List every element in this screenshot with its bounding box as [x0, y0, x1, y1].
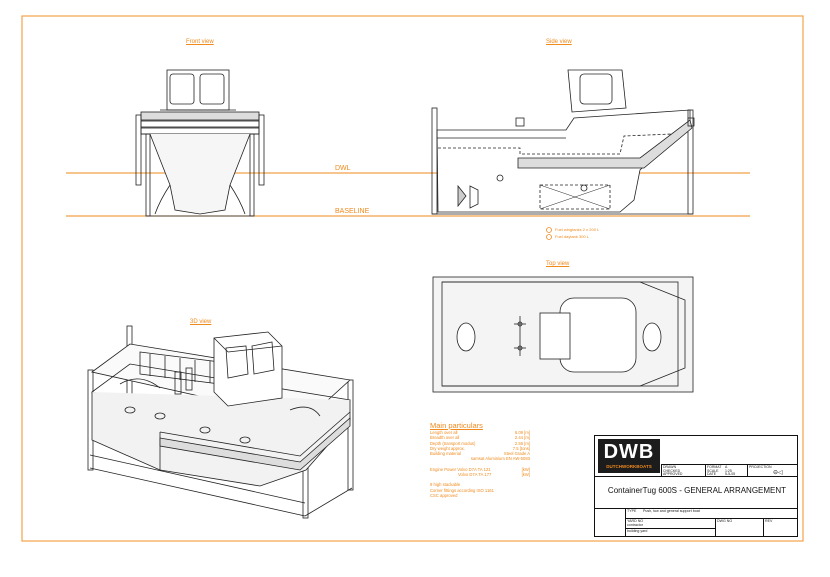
engine-label: Engine Power Volvo D7A TA 121: [430, 466, 491, 472]
sheet-border: [21, 15, 804, 542]
front-view-drawing: [135, 69, 265, 217]
projection-label: PROJECTION: [749, 465, 772, 469]
title-block-meta: DRAWN CHECKED APPROVED FORMAT A SCALE 1:…: [661, 464, 797, 476]
baseline-label: BASELINE: [335, 208, 370, 215]
particulars-row: Building material Steel Grade A: [430, 451, 530, 456]
particulars-title: Main particulars: [430, 421, 483, 430]
format-value: A: [725, 465, 728, 469]
building-yard-label: building yard: [627, 529, 648, 533]
particulars-row: Length over all 6.09 [m]: [430, 430, 530, 435]
tank-note-2: Fuel daytank 300 L: [555, 234, 590, 239]
particulars-label: Breadth over all: [430, 435, 460, 441]
particulars-value: Steel Grade A: [503, 451, 530, 457]
approved-label: APPROVED: [663, 472, 683, 476]
particulars-note: 9 high stackable: [430, 482, 461, 488]
particulars-label: Depth (transport modus): [430, 440, 476, 446]
iso-view-title: 3D view: [190, 319, 212, 325]
logo-text: DWB: [603, 441, 655, 463]
particulars-label: Building material: [430, 451, 461, 457]
top-view-title: Top view: [546, 261, 570, 267]
tank-note-marker-2: [546, 234, 552, 240]
particulars-row: samsat Aluminium EN AW-5083: [430, 456, 530, 461]
top-view-drawing: [432, 276, 694, 393]
engine-value: [kW]: [521, 472, 530, 478]
particulars-value: 2.44 [m]: [514, 435, 530, 441]
particulars-value: 2.59 [m]: [514, 440, 530, 446]
particulars-value: 7.5 [tons]: [512, 445, 530, 451]
scale-label: SCALE: [707, 468, 719, 473]
date-value: 5-5-05: [725, 472, 736, 476]
engine-row: Engine Power Volvo D7A TA 121 [kW]: [430, 467, 530, 472]
particulars-row: Dry weight approx. 7.5 [tons]: [430, 446, 530, 451]
side-view-title: Side view: [546, 39, 572, 45]
date-label: DATE: [707, 472, 717, 476]
drawing-title: ContainerTug 600S - GENERAL ARRANGEMENT: [607, 486, 787, 495]
engine-label: Volvo D7A TA 177: [458, 472, 492, 478]
title-block: DWB DUTCHWORKBOATS DRAWN CHECKED APPROVE…: [594, 435, 798, 537]
contractor-label: contractor: [627, 523, 643, 527]
front-view-title: Front view: [186, 39, 214, 45]
drawn-label: DRAWN: [663, 465, 677, 469]
iso-view-drawing: [87, 325, 354, 519]
tank-note-1: Fuel wingtanks 2 x 200 L: [555, 227, 600, 232]
projection-symbol-icon: ⊖◁: [773, 470, 783, 476]
type-value: Push, tow and general support boat: [643, 509, 700, 513]
particulars-row: Breadth over all 2.44 [m]: [430, 435, 530, 440]
main-particulars: Main particulars Length over all 6.09 [m]…: [430, 421, 530, 498]
engine-value: [kW]: [521, 466, 530, 472]
logo-subtext: DUTCHWORKBOATS: [606, 464, 652, 469]
format-label: FORMAT: [707, 465, 722, 469]
scale-value: 1:25: [725, 468, 732, 473]
side-view-drawing: [431, 69, 695, 215]
yard-no-label: YARD NO: [627, 519, 644, 523]
dwg-no-label: DWG NO: [717, 519, 733, 523]
tank-note-marker-1: [546, 227, 552, 233]
particulars-value: samsat Aluminium EN AW-5083: [470, 456, 530, 462]
particulars-label: Dry weight approx.: [430, 445, 465, 451]
type-label: TYPE: [627, 509, 637, 513]
particulars-note: CSC approved: [430, 492, 458, 498]
company-logo: DWB DUTCHWORKBOATS: [598, 439, 660, 473]
particulars-label: Length over all: [430, 430, 458, 435]
particulars-value: 6.09 [m]: [514, 430, 530, 435]
particulars-row: Depth (transport modus) 2.59 [m]: [430, 441, 530, 446]
engine-row: Volvo D7A TA 177 [kW]: [430, 472, 530, 477]
particulars-note: Corner fittings according ISO 1161: [430, 487, 494, 493]
checked-label: CHECKED: [663, 468, 681, 473]
rev-label: REV: [765, 519, 773, 523]
dwl-label: DWL: [335, 165, 351, 172]
